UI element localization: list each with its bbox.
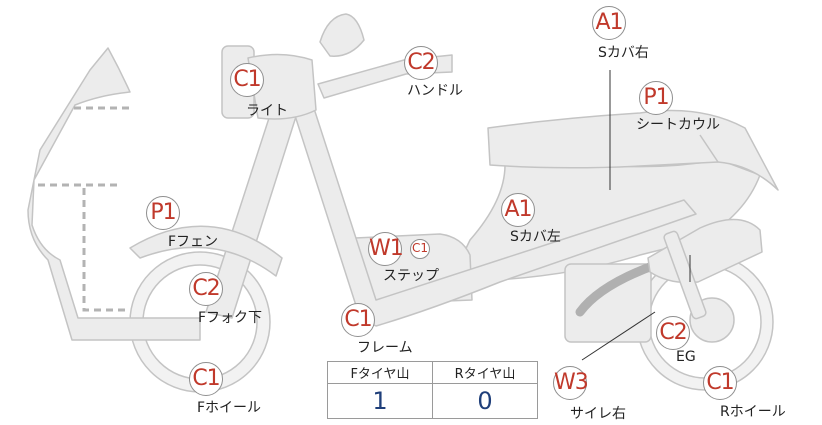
label-step: ステップ <box>383 268 439 284</box>
label-f-wheel: Fホイール <box>197 400 262 416</box>
label-engine: EG <box>676 349 696 365</box>
grade-f-wheel: C1 <box>189 362 223 396</box>
grade-muffler-right: W3 <box>553 366 589 400</box>
muffler-pipe-shape <box>575 260 660 317</box>
label-handle: ハンドル <box>407 83 463 99</box>
head-cover-shape <box>247 53 317 120</box>
grade-step: W1 <box>368 232 404 266</box>
value-f-tire-tread: 1 <box>327 383 433 419</box>
seat-shape <box>487 109 779 191</box>
label-f-fork-lower: Fフォク下 <box>198 310 263 326</box>
label-muffler-right: サイレ右 <box>570 406 626 422</box>
label-s-cover-right: Sカバ右 <box>598 45 649 61</box>
header-f-tire-tread: Fタイヤ山 <box>327 361 433 384</box>
label-r-wheel: Rホイール <box>720 404 786 420</box>
grade-f-fork-lower: C2 <box>189 272 223 306</box>
frame-shape <box>289 89 697 327</box>
tire-tread-table: Fタイヤ山 Rタイヤ山 1 0 <box>327 361 538 419</box>
value-r-tire-tread: 0 <box>432 383 538 419</box>
grade-step-extra: C1 <box>410 239 430 259</box>
grade-handle: C2 <box>404 46 438 80</box>
mirror-shape <box>319 13 365 57</box>
leader-muffler <box>581 311 656 361</box>
header-r-tire-tread: Rタイヤ山 <box>432 361 538 384</box>
label-seat-cowl: シートカウル <box>636 117 720 133</box>
grade-frame: C1 <box>341 303 375 337</box>
grade-light: C1 <box>230 63 264 97</box>
leg-shield-shape <box>27 47 201 341</box>
grade-r-wheel: C1 <box>703 366 737 400</box>
label-f-fender: Fフェン <box>168 234 219 250</box>
rear-shock-shape <box>663 230 707 320</box>
label-frame: フレーム <box>357 340 413 356</box>
grade-engine: C2 <box>656 316 690 350</box>
grade-s-cover-right: A1 <box>592 6 626 40</box>
front-fender-shape <box>129 225 283 277</box>
tire-tread-header-row: Fタイヤ山 Rタイヤ山 <box>327 361 538 384</box>
grade-f-fender: P1 <box>146 196 180 230</box>
grade-seat-cowl: P1 <box>639 81 673 115</box>
gear-case-shape <box>564 263 652 343</box>
seat-divider <box>699 134 719 163</box>
label-s-cover-left: Sカバ左 <box>510 229 561 245</box>
panel-line-3 <box>82 188 130 312</box>
label-light: ライト <box>246 103 288 119</box>
tire-tread-value-row: 1 0 <box>327 383 538 419</box>
grade-s-cover-left: A1 <box>501 193 535 227</box>
